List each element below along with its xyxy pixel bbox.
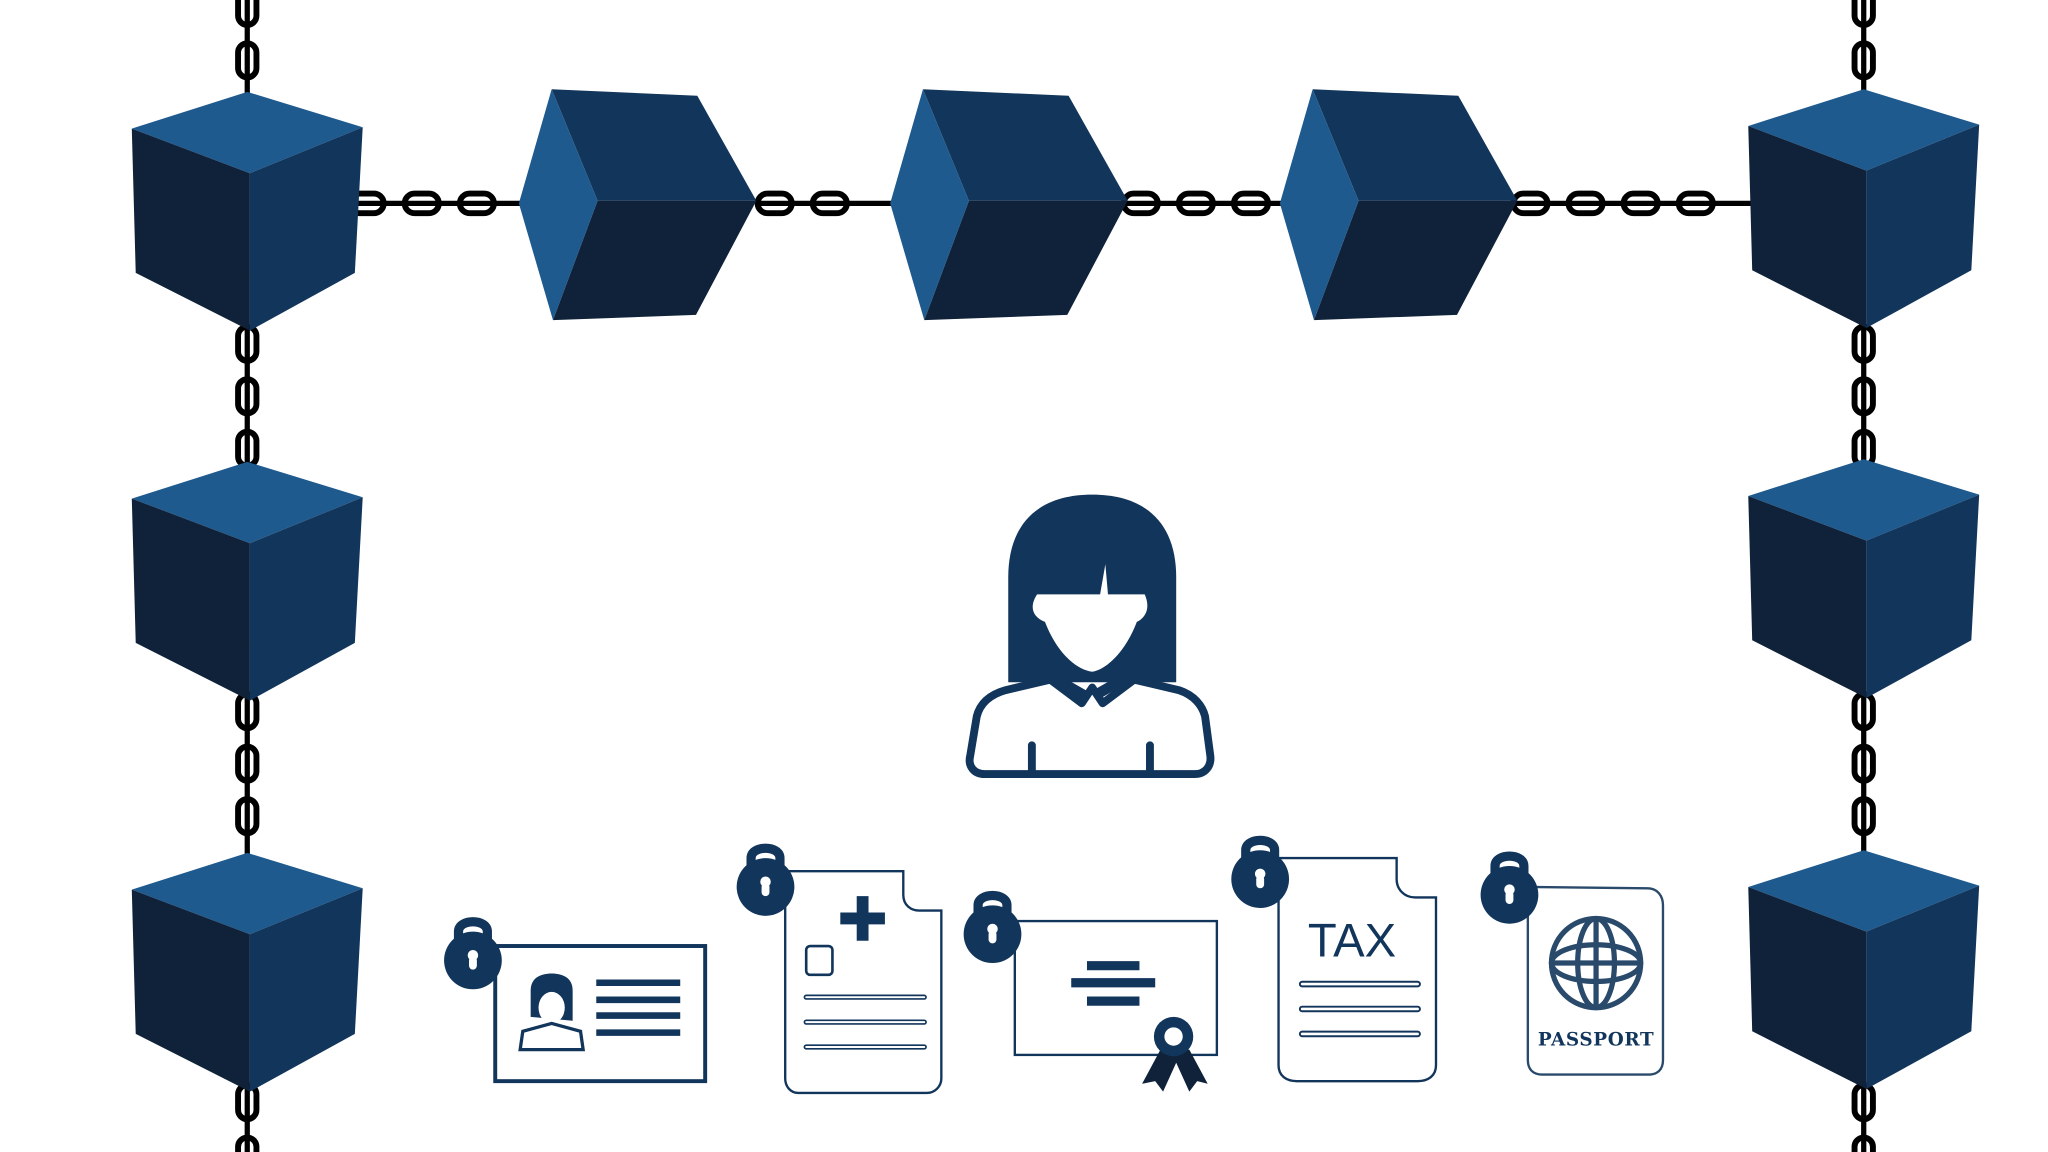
- chain-link: [1175, 190, 1216, 217]
- chain-link: [235, 376, 260, 417]
- blockchain-block-icon: [1748, 459, 1980, 699]
- blockchain-block-icon: [1748, 89, 1980, 329]
- blockchain-block-icon: [131, 91, 363, 331]
- blockchain-block-icon: [1748, 850, 1980, 1090]
- chain-link: [1620, 190, 1661, 217]
- chain-link: [1230, 190, 1271, 217]
- medical-document-icon: [784, 870, 943, 1095]
- blocks: [131, 89, 1980, 1092]
- chain-link: [1565, 190, 1606, 217]
- chain-link: [235, 40, 260, 81]
- globe-icon: [1548, 915, 1644, 1011]
- chain-link: [1851, 40, 1876, 81]
- chain-link: [1851, 0, 1876, 28]
- chain-link: [754, 190, 795, 217]
- lock-icon: [1481, 856, 1539, 924]
- passport-label: PASSPORT: [1538, 1030, 1654, 1051]
- blockchain-block-icon: [890, 89, 1128, 321]
- chain-link: [235, 1134, 260, 1152]
- user-avatar-icon: [965, 494, 1215, 779]
- chains: [235, 0, 1876, 1152]
- chain-link: [1675, 190, 1716, 217]
- tax-document-icon: TAX: [1277, 856, 1438, 1083]
- chain-link: [401, 190, 442, 217]
- chain-link: [1851, 323, 1876, 364]
- blockchain-block-icon: [131, 461, 363, 701]
- id-card-icon: [493, 944, 708, 1084]
- chain-link: [235, 743, 260, 784]
- lock-icon: [444, 922, 502, 990]
- chain-link: [1851, 376, 1876, 417]
- chain-link: [235, 796, 260, 837]
- chain-link: [235, 0, 260, 28]
- chain-link: [809, 190, 850, 217]
- blockchain-block-icon: [518, 89, 757, 321]
- chain-link: [1851, 1134, 1876, 1152]
- chain-link: [456, 190, 497, 217]
- blockchain-block-icon: [1279, 89, 1518, 321]
- chain-link: [1851, 743, 1876, 784]
- lock-icon: [964, 895, 1022, 963]
- lock-icon: [1231, 840, 1289, 908]
- passport-icon: PASSPORT: [1526, 885, 1665, 1076]
- lock-icon: [737, 848, 795, 916]
- blockchain-block-icon: [131, 852, 363, 1092]
- chain-link: [1851, 796, 1876, 837]
- certificate-icon: [1013, 919, 1219, 1092]
- tax-label: TAX: [1308, 915, 1396, 968]
